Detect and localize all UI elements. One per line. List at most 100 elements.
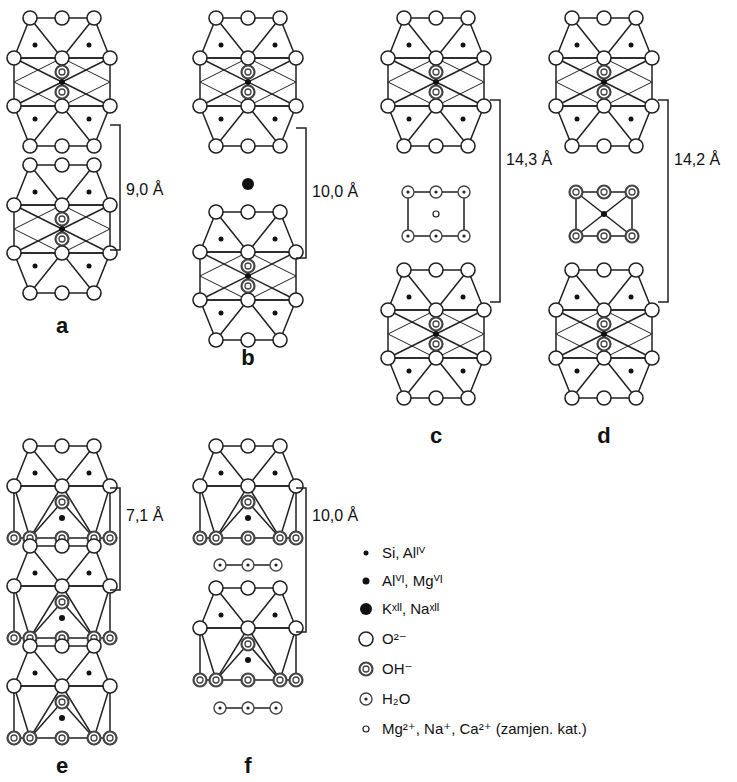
spacing-bracket <box>110 125 120 250</box>
spacing-bracket <box>658 100 668 302</box>
panel-letter: d <box>597 424 610 448</box>
tetrahedral-cation <box>87 117 92 122</box>
oxygen-atom <box>565 139 579 153</box>
tetrahedral-cation <box>87 264 92 269</box>
bond-line <box>200 252 296 300</box>
oxygen-atom <box>289 51 303 65</box>
spacing-dimension: 10,0 Å <box>312 507 358 525</box>
oxygen-atom <box>477 99 491 113</box>
oxygen-atom <box>87 439 101 453</box>
hydroxyl-atom <box>56 496 69 509</box>
oxygen-atom <box>241 245 255 259</box>
tetrahedral-cation <box>575 117 580 122</box>
oxygen-atom <box>461 11 475 25</box>
water-molecule <box>242 559 254 571</box>
oxygen-atom <box>241 139 255 153</box>
octahedral-cation <box>59 226 65 232</box>
hydroxyl-atom <box>433 341 439 347</box>
oxygen-atom <box>597 391 611 405</box>
tetrahedral-cation <box>461 43 466 48</box>
oxygen-atom <box>55 51 69 65</box>
tetrahedral-cation <box>33 264 38 269</box>
hydroxyl-atom <box>242 532 255 545</box>
water-molecule <box>270 559 282 571</box>
bond-line <box>14 58 110 106</box>
oxygen-atom <box>477 351 491 365</box>
bond-line <box>388 58 484 106</box>
oxygen-atom <box>549 99 563 113</box>
oxygen-atom <box>209 205 223 219</box>
hydroxyl-atom <box>430 66 443 79</box>
hydroxyl-atom <box>601 321 607 327</box>
hydroxyl-atom <box>245 677 251 683</box>
oxygen-atom <box>241 11 255 25</box>
bond-line <box>200 58 296 106</box>
octahedral-cation <box>601 79 607 85</box>
water-molecule <box>406 234 409 237</box>
hydroxyl-atom <box>59 499 65 505</box>
oxygen-atom <box>597 351 611 365</box>
tetrahedral-cation <box>629 117 634 122</box>
bond-line <box>556 310 652 358</box>
tetrahedral-cation <box>575 295 580 300</box>
hydroxyl-atom <box>598 186 611 199</box>
hydroxyl-atom <box>245 283 251 289</box>
hydroxyl-atom <box>245 89 251 95</box>
bond-line <box>14 205 110 253</box>
oxygen-atom <box>565 263 579 277</box>
hydroxyl-atom <box>8 732 21 745</box>
oxygen-atom <box>645 51 659 65</box>
hydroxyl-atom <box>601 189 607 195</box>
oxygen-atom <box>597 139 611 153</box>
hydroxyl-atom <box>245 641 251 647</box>
bond-line <box>556 58 652 106</box>
oxygen-atom <box>7 579 21 593</box>
hydroxyl-atom <box>601 89 607 95</box>
oxygen-atom <box>477 303 491 317</box>
bond-line <box>200 252 296 300</box>
water-molecule <box>246 706 249 709</box>
oxygen-atom <box>381 99 395 113</box>
bond-line <box>556 310 652 358</box>
spacing-bracket <box>490 100 500 302</box>
water-molecule <box>434 190 437 193</box>
tetrahedral-cation <box>219 43 224 48</box>
oxygen-atom <box>103 679 117 693</box>
tetrahedral-cation <box>33 571 38 576</box>
octahedral-cation <box>601 211 607 217</box>
octahedral-cation <box>59 79 65 85</box>
oxygen-atom <box>241 293 255 307</box>
hydroxyl-atom <box>363 666 369 672</box>
oxygen-atom <box>381 303 395 317</box>
oxygen-atom <box>429 391 443 405</box>
bond-line <box>14 205 110 253</box>
spacing-dimension: 14,2 Å <box>674 151 720 169</box>
hydroxyl-atom <box>8 532 21 545</box>
water-row <box>214 559 282 571</box>
oxygen-atom <box>289 99 303 113</box>
oxygen-atom <box>209 11 223 25</box>
hydroxyl-atom <box>629 189 635 195</box>
tot-layer <box>381 263 491 405</box>
hydroxyl-atom <box>433 69 439 75</box>
to-layer <box>7 439 117 545</box>
octahedral-cation <box>245 515 251 521</box>
hydroxyl-atom <box>56 66 69 79</box>
hydroxyl-atom <box>59 236 65 242</box>
hydroxyl-atom <box>274 532 287 545</box>
hydroxyl-atom <box>104 532 117 545</box>
oxygen-atom <box>55 11 69 25</box>
oxygen-atom <box>23 539 37 553</box>
hydroxyl-atom <box>570 230 583 243</box>
legend-text: O²⁻ <box>382 631 407 648</box>
oxygen-atom <box>55 286 69 300</box>
oxygen-atom <box>461 263 475 277</box>
oxygen-atom <box>103 99 117 113</box>
hydroxyl-atom <box>56 732 69 745</box>
oxygen-atom <box>629 391 643 405</box>
bond-line <box>388 58 484 106</box>
oxygen-atom <box>565 11 579 25</box>
water-molecule <box>214 702 226 714</box>
hydroxyl-atom <box>245 535 251 541</box>
